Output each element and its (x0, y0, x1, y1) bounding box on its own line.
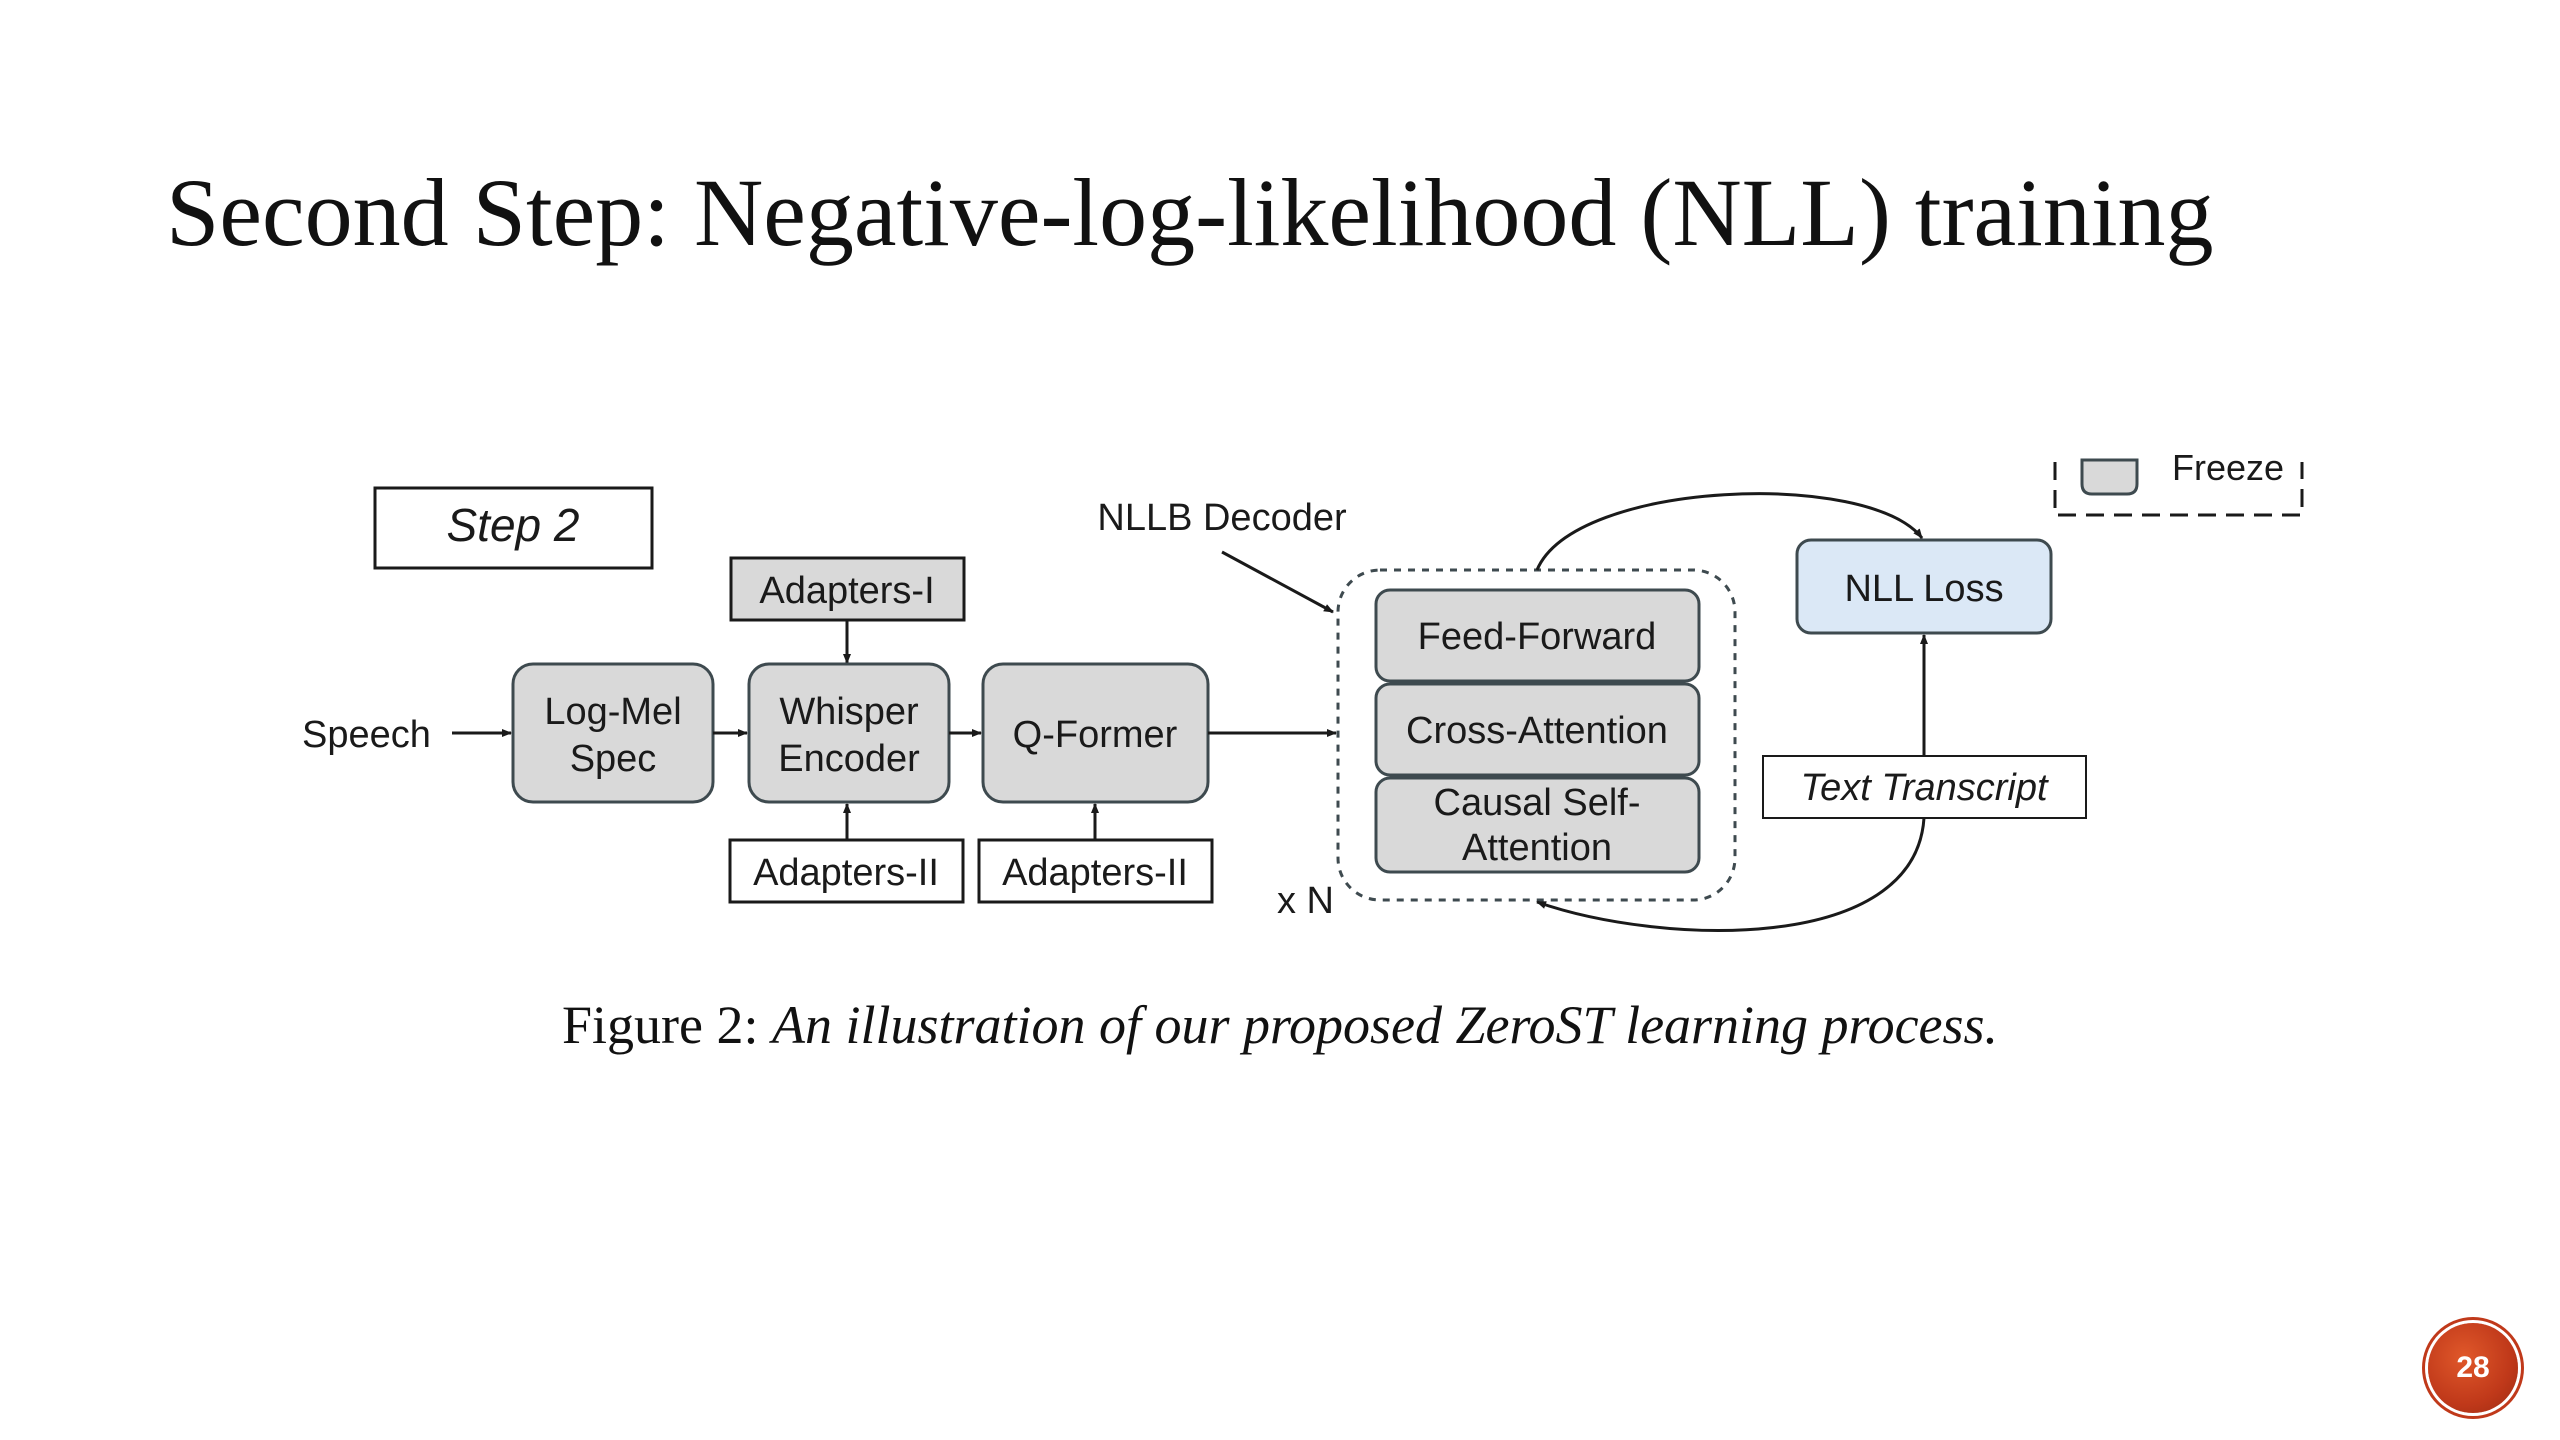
adapters-top-label: Adapters-I (759, 570, 934, 612)
decoder-pointer-arrow (1221, 550, 1334, 614)
log-mel-label-line1: Log-Mel (544, 691, 681, 733)
log-mel-label-line2: Spec (570, 738, 657, 780)
caption-body: An illustration of our proposed ZeroST l… (771, 995, 1999, 1055)
slide-title: Second Step: Negative-log-likelihood (NL… (166, 159, 2214, 266)
caption-prefix: Figure 2: (561, 995, 759, 1055)
cross-attention-label: Cross-Attention (1406, 710, 1668, 752)
causal-self-attention-block: Causal Self- Attention (1374, 776, 1701, 874)
page-number-badge: 28 (2428, 1323, 2518, 1413)
step-label-box: Step 2 (373, 486, 654, 570)
feed-forward-block: Feed-Forward (1374, 588, 1701, 683)
decoder-label: NLLB Decoder (1097, 497, 1347, 539)
q-former-block: Q-Former (981, 662, 1210, 804)
repeat-label: x N (1277, 880, 1334, 922)
step-label: Step 2 (447, 499, 580, 551)
log-mel-spec-block: Log-Mel Spec (511, 662, 715, 804)
causal-label-line2: Attention (1462, 827, 1612, 869)
nll-loss-label: NLL Loss (1844, 568, 2003, 610)
transcript-to-decoder-curve (1536, 817, 1926, 932)
feed-forward-label: Feed-Forward (1418, 616, 1657, 658)
adapters-bottom-right-label: Adapters-II (1002, 852, 1188, 894)
text-transcript-label: Text Transcript (1800, 767, 2049, 809)
legend-frozen-swatch (2080, 458, 2139, 496)
whisper-encoder-block: Whisper Encoder (747, 662, 951, 804)
adapters-bottom-left-label: Adapters-II (753, 852, 939, 894)
legend: Freeze (2053, 447, 2304, 517)
q-former-label: Q-Former (1013, 714, 1178, 756)
figure-caption: Figure 2: An illustration of our propose… (0, 994, 2560, 1056)
causal-label-line1: Causal Self- (1434, 782, 1641, 824)
whisper-label-line1: Whisper (779, 691, 919, 733)
adapters-bottom-right-block: Adapters-II (977, 838, 1214, 904)
page-number: 28 (2456, 1351, 2490, 1384)
legend-label: Freeze (2172, 447, 2284, 488)
adapters-bottom-left-block: Adapters-II (728, 838, 965, 904)
decoder-to-loss-curve (1535, 492, 1924, 571)
adapters-top-block: Adapters-I (729, 556, 966, 622)
cross-attention-block: Cross-Attention (1374, 682, 1701, 777)
text-transcript-block: Text Transcript (1762, 755, 2087, 819)
nll-loss-block: NLL Loss (1795, 538, 2053, 635)
speech-label: Speech (302, 714, 431, 756)
decoder-container (1336, 568, 1737, 902)
whisper-label-line2: Encoder (778, 738, 920, 780)
